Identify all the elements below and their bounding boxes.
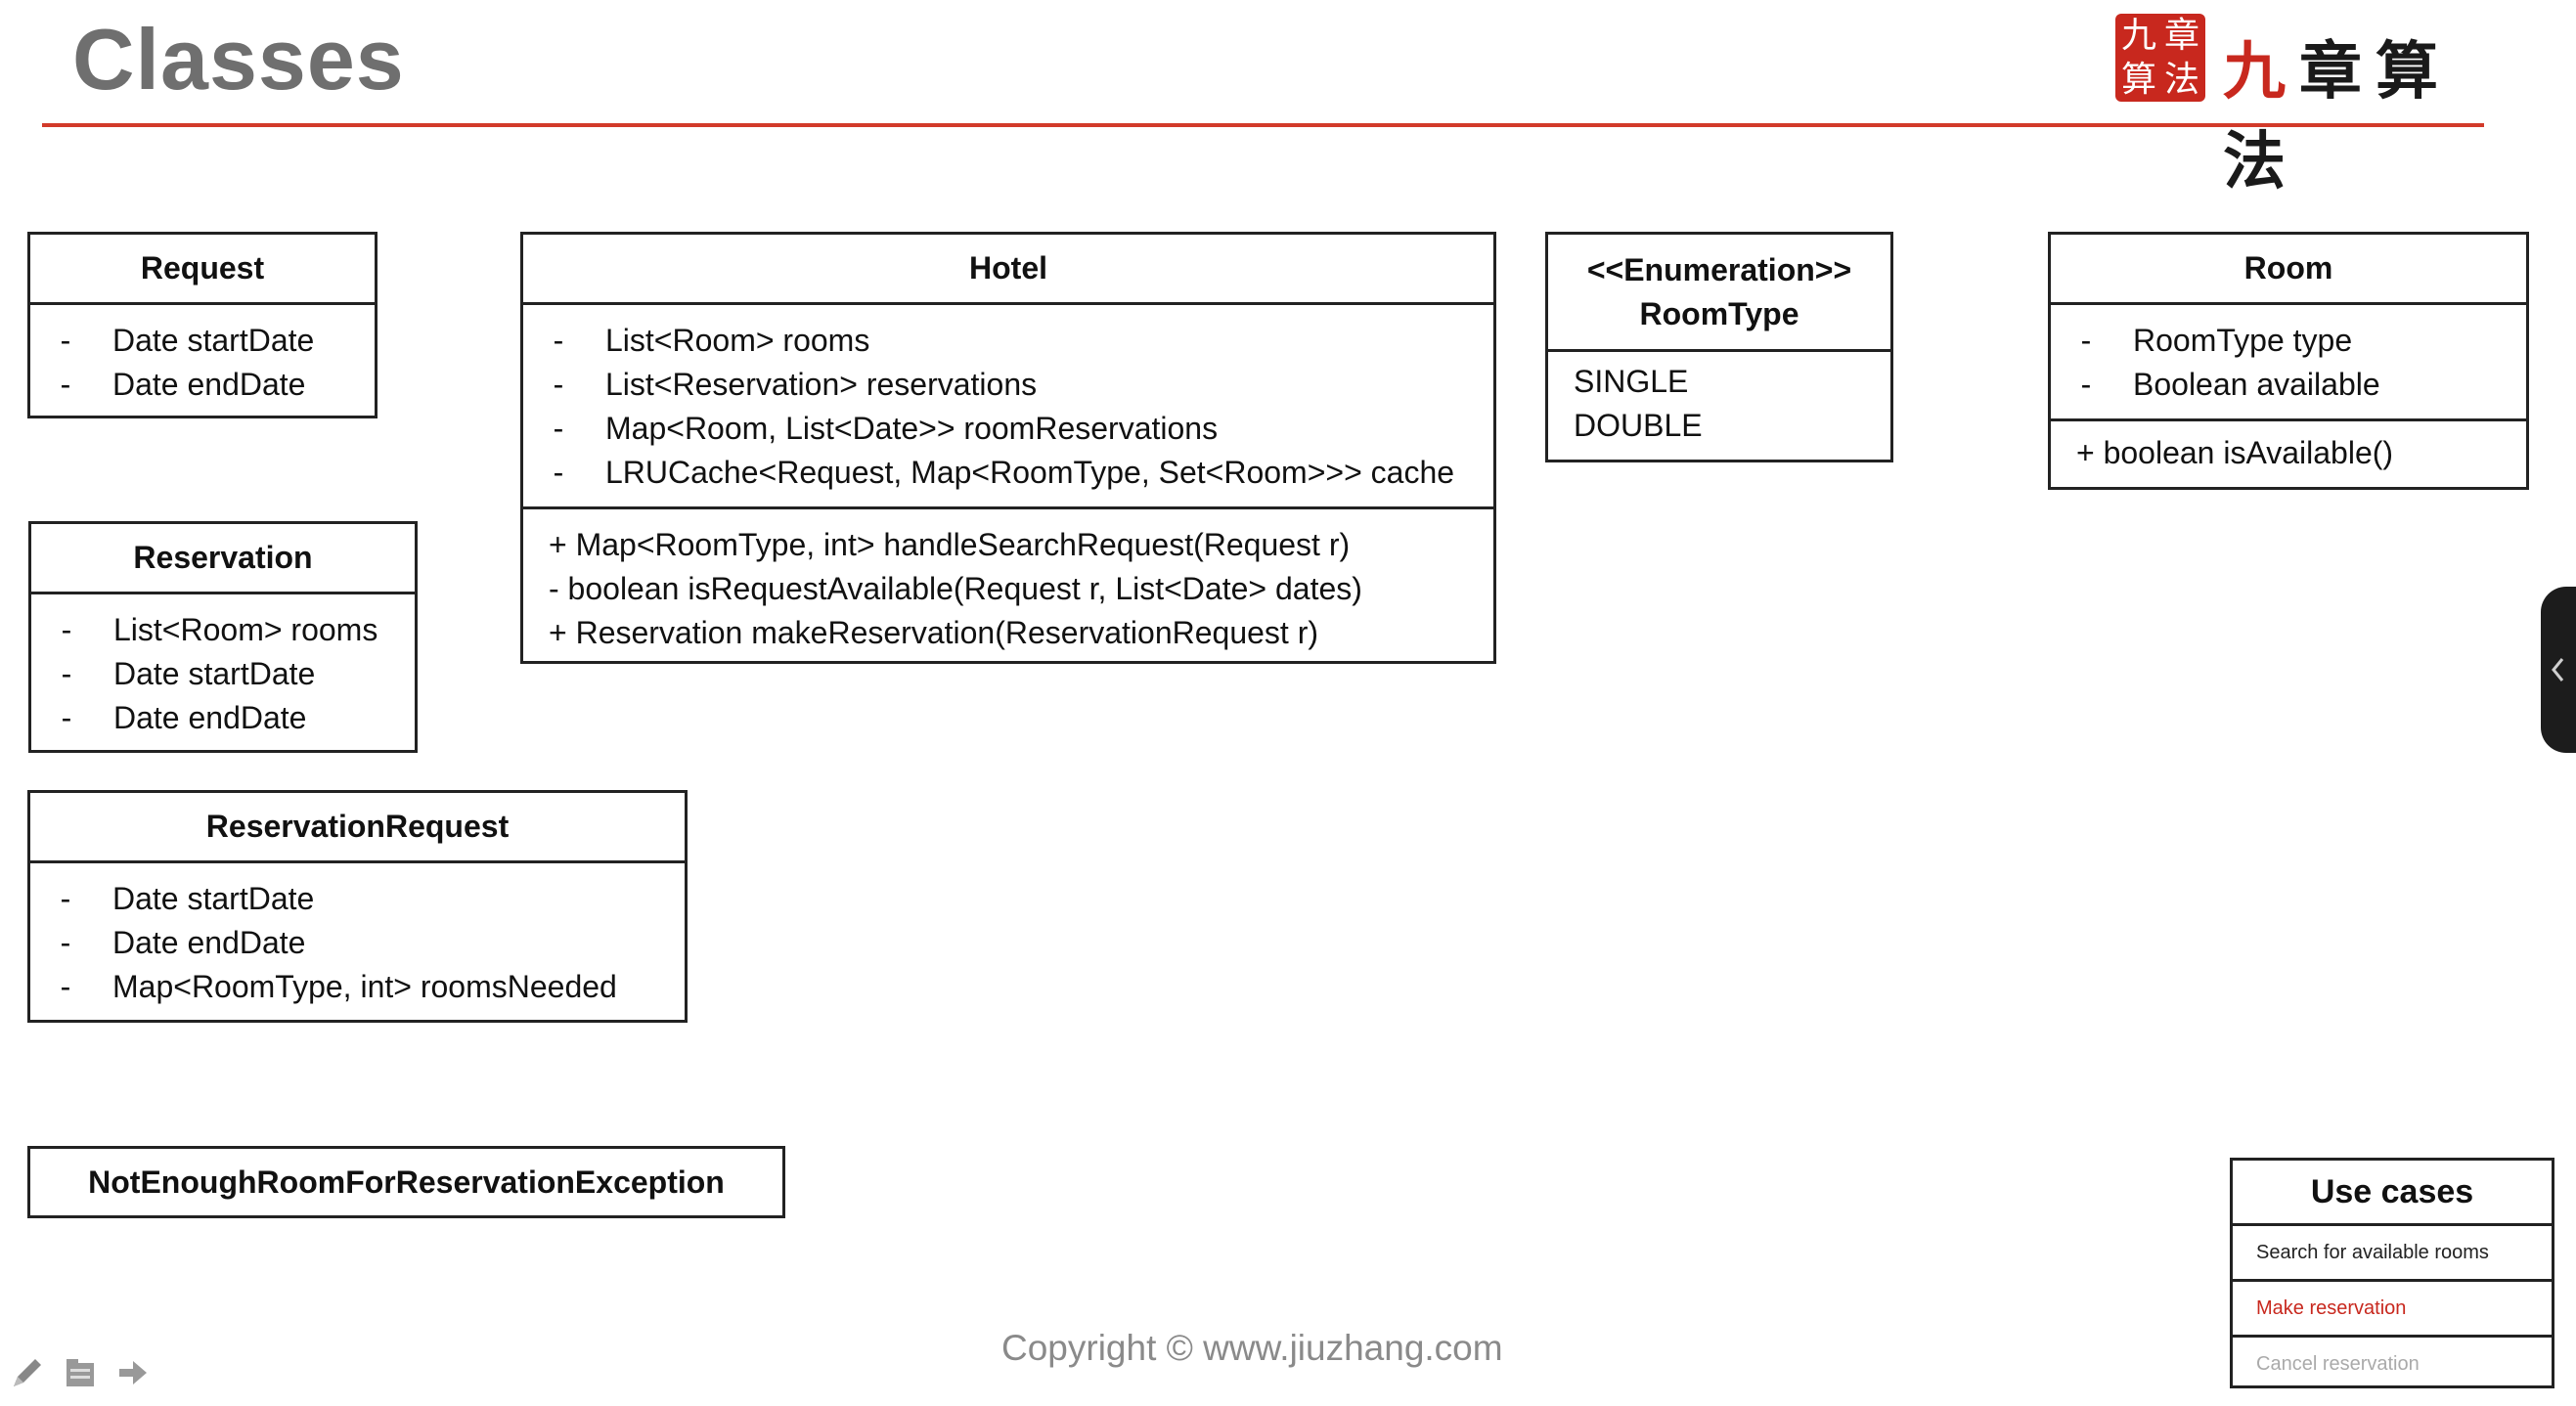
slide-toolbar bbox=[8, 1353, 153, 1397]
title-divider bbox=[42, 123, 2484, 127]
attribute-row: - Date startDate bbox=[30, 877, 685, 921]
use-case-search[interactable]: Search for available rooms bbox=[2233, 1226, 2552, 1282]
class-name: Room bbox=[2051, 235, 2526, 305]
attributes: - List<Room> rooms - Date startDate - Date en… bbox=[31, 594, 415, 752]
attribute-text: Boolean available bbox=[2133, 367, 2380, 402]
visibility-marker: - bbox=[553, 411, 564, 446]
attribute-row: - List<Reservation> reservations bbox=[523, 363, 1493, 407]
enum-value: SINGLE bbox=[1574, 364, 1689, 399]
attributes: - List<Room> rooms - List<Reservation> rese… bbox=[523, 305, 1493, 506]
method-row: + Reservation makeReservation(Reservatio… bbox=[549, 615, 1319, 650]
pencil-icon[interactable] bbox=[8, 1353, 47, 1397]
visibility-marker: - bbox=[61, 700, 72, 735]
visibility-marker: - bbox=[60, 925, 71, 960]
class-room: Room - RoomType type - Boolean available + … bbox=[2048, 232, 2529, 490]
page-title: Classes bbox=[72, 11, 405, 108]
use-case-make-reservation[interactable]: Make reservation bbox=[2233, 1282, 2552, 1338]
attribute-text: List<Room> rooms bbox=[113, 612, 378, 647]
attribute-text: List<Room> rooms bbox=[605, 323, 870, 358]
method-row: + boolean isAvailable() bbox=[2076, 435, 2394, 470]
visibility-marker: - bbox=[553, 455, 564, 490]
attribute-text: Map<Room, List<Date>> roomReservations bbox=[605, 411, 1219, 446]
attribute-text: Date endDate bbox=[113, 700, 307, 735]
enum-value: DOUBLE bbox=[1574, 408, 1703, 443]
stereotype: <<Enumeration>> bbox=[1586, 251, 1852, 287]
attribute-text: Date startDate bbox=[112, 323, 315, 358]
visibility-marker: - bbox=[553, 367, 564, 402]
jiuzhang-logo: 九 章 算 法 九章算法 bbox=[2115, 14, 2487, 198]
visibility-marker: - bbox=[2080, 367, 2092, 402]
class-name: Reservation bbox=[31, 524, 415, 594]
attributes: - RoomType type - Boolean available bbox=[2051, 305, 2526, 418]
use-cases-title: Use cases bbox=[2233, 1161, 2552, 1226]
class-name: Request bbox=[30, 235, 375, 305]
attribute-row: - List<Room> rooms bbox=[523, 319, 1493, 363]
visibility-marker: - bbox=[553, 323, 564, 358]
visibility-marker: - bbox=[2080, 323, 2092, 358]
attribute-row: - LRUCache<Request, Map<RoomType, Set<Roo… bbox=[523, 451, 1493, 495]
attribute-text: Date startDate bbox=[112, 881, 315, 916]
attribute-row: - RoomType type bbox=[2051, 319, 2526, 363]
use-case-cancel-reservation[interactable]: Cancel reservation bbox=[2256, 1353, 2420, 1375]
enum-header: <<Enumeration>> RoomType bbox=[1548, 235, 1890, 352]
visibility-marker: - bbox=[61, 656, 72, 691]
visibility-marker: - bbox=[60, 323, 71, 358]
attribute-row: - Date endDate bbox=[31, 696, 415, 740]
attribute-row: - Boolean available bbox=[2051, 363, 2526, 407]
attribute-row: - List<Room> rooms bbox=[31, 608, 415, 652]
method-row: + Map<RoomType, int> handleSearchRequest… bbox=[549, 527, 1351, 562]
logo-seal: 九 章 算 法 bbox=[2115, 14, 2205, 102]
copyright-footer: Copyright © www.jiuzhang.com bbox=[1001, 1328, 1503, 1368]
attribute-text: Date endDate bbox=[112, 367, 306, 402]
attribute-row: - Map<RoomType, int> roomsNeeded bbox=[30, 965, 685, 1009]
enum-roomtype: <<Enumeration>> RoomType SINGLE DOUBLE bbox=[1545, 232, 1893, 462]
logo-text: 九章算法 bbox=[2223, 35, 2452, 198]
class-reservation: Reservation - List<Room> rooms - Date start… bbox=[28, 521, 418, 753]
class-request: Request - Date startDate - Date endDate bbox=[27, 232, 378, 418]
arrow-right-icon[interactable] bbox=[113, 1353, 153, 1397]
use-cases-panel: Use cases Search for available rooms Mak… bbox=[2230, 1158, 2554, 1388]
folder-icon[interactable] bbox=[61, 1353, 100, 1397]
chevron-left-icon bbox=[2552, 658, 2564, 681]
attributes: - Date startDate - Date endDate bbox=[30, 305, 375, 418]
attribute-row: - Date endDate bbox=[30, 363, 375, 407]
visibility-marker: - bbox=[60, 969, 71, 1004]
class-exception: NotEnoughRoomForReservationException bbox=[27, 1146, 785, 1218]
class-name: NotEnoughRoomForReservationException bbox=[88, 1164, 725, 1200]
enum-name: RoomType bbox=[1639, 295, 1799, 331]
class-reservation-request: ReservationRequest - Date startDate - Date … bbox=[27, 790, 688, 1023]
visibility-marker: - bbox=[60, 367, 71, 402]
class-name: ReservationRequest bbox=[30, 793, 685, 863]
class-name: Hotel bbox=[523, 235, 1493, 305]
attribute-text: Date endDate bbox=[112, 925, 306, 960]
attribute-text: Map<RoomType, int> roomsNeeded bbox=[112, 969, 617, 1004]
enum-values: SINGLE DOUBLE bbox=[1548, 352, 1890, 460]
attribute-text: RoomType type bbox=[2133, 323, 2353, 358]
visibility-marker: - bbox=[61, 612, 72, 647]
method-row: - boolean isRequestAvailable(Request r, … bbox=[549, 571, 1362, 606]
methods: + Map<RoomType, int> handleSearchRequest… bbox=[523, 506, 1493, 667]
attribute-text: LRUCache<Request, Map<RoomType, Set<Room… bbox=[605, 455, 1455, 490]
attributes: - Date startDate - Date endDate - Map<RoomTyp… bbox=[30, 863, 685, 1021]
class-hotel: Hotel - List<Room> rooms - List<Reservation… bbox=[520, 232, 1496, 664]
side-panel-toggle[interactable] bbox=[2541, 587, 2576, 753]
attribute-row: - Date startDate bbox=[30, 319, 375, 363]
attribute-row: - Date startDate bbox=[31, 652, 415, 696]
attribute-text: List<Reservation> reservations bbox=[605, 367, 1038, 402]
attribute-row: - Map<Room, List<Date>> roomReservations bbox=[523, 407, 1493, 451]
methods: + boolean isAvailable() bbox=[2051, 418, 2526, 483]
attribute-row: - Date endDate bbox=[30, 921, 685, 965]
visibility-marker: - bbox=[60, 881, 71, 916]
attribute-text: Date startDate bbox=[113, 656, 316, 691]
